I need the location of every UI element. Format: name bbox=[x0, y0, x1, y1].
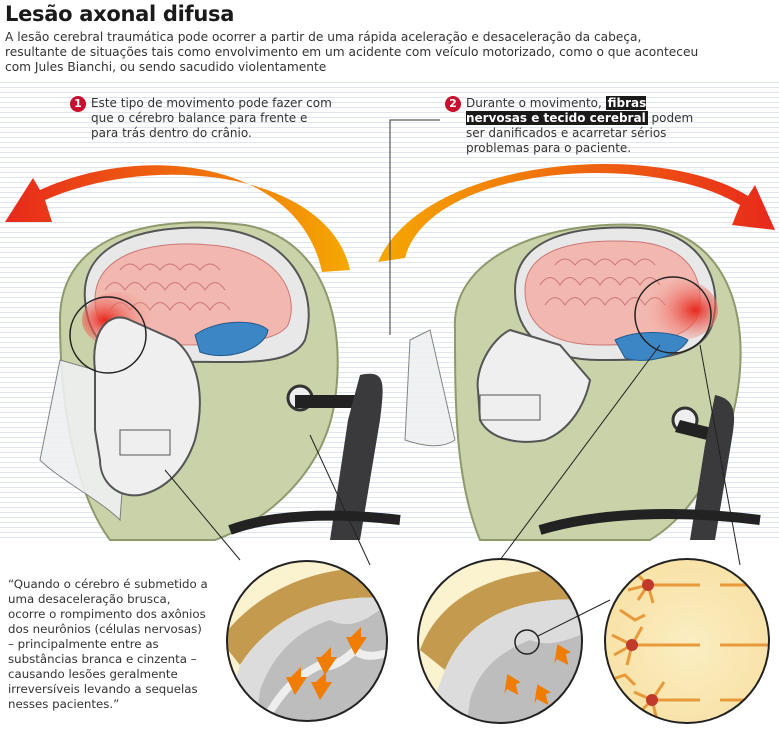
left-head bbox=[39, 221, 401, 541]
step-2-text-before: Durante o movimento, bbox=[466, 96, 602, 110]
arrow-forward-icon bbox=[378, 164, 775, 262]
step-2-text-after: podem ser danificados e acarretar sérios… bbox=[466, 111, 694, 155]
step-1-text: Este tipo de movimento pode fazer com qu… bbox=[91, 96, 332, 140]
step-1-badge: 1 bbox=[70, 96, 86, 112]
arrow-backward-icon bbox=[5, 165, 350, 272]
step-2-badge: 2 bbox=[445, 96, 461, 112]
expert-quote: “Quando o cérebro é submetido a uma desa… bbox=[8, 577, 208, 711]
callout-line bbox=[389, 119, 440, 335]
step-2: 2 Durante o movimento, fibras nervosas e … bbox=[445, 96, 710, 156]
step-1: 1 Este tipo de movimento pode fazer com q… bbox=[70, 96, 340, 141]
intro-text: A lesão cerebral traumática pode ocorrer… bbox=[5, 30, 699, 74]
detail-circle-rebound bbox=[417, 558, 611, 724]
detail-circle-neurons bbox=[604, 558, 770, 724]
right-head bbox=[404, 223, 761, 541]
page-title: Lesão axonal difusa bbox=[5, 2, 235, 26]
detail-circle-brain-impact bbox=[226, 560, 388, 722]
zoom-lines bbox=[164, 344, 741, 566]
step-2-text: Durante o movimento, fibras nervosas e t… bbox=[466, 96, 708, 156]
